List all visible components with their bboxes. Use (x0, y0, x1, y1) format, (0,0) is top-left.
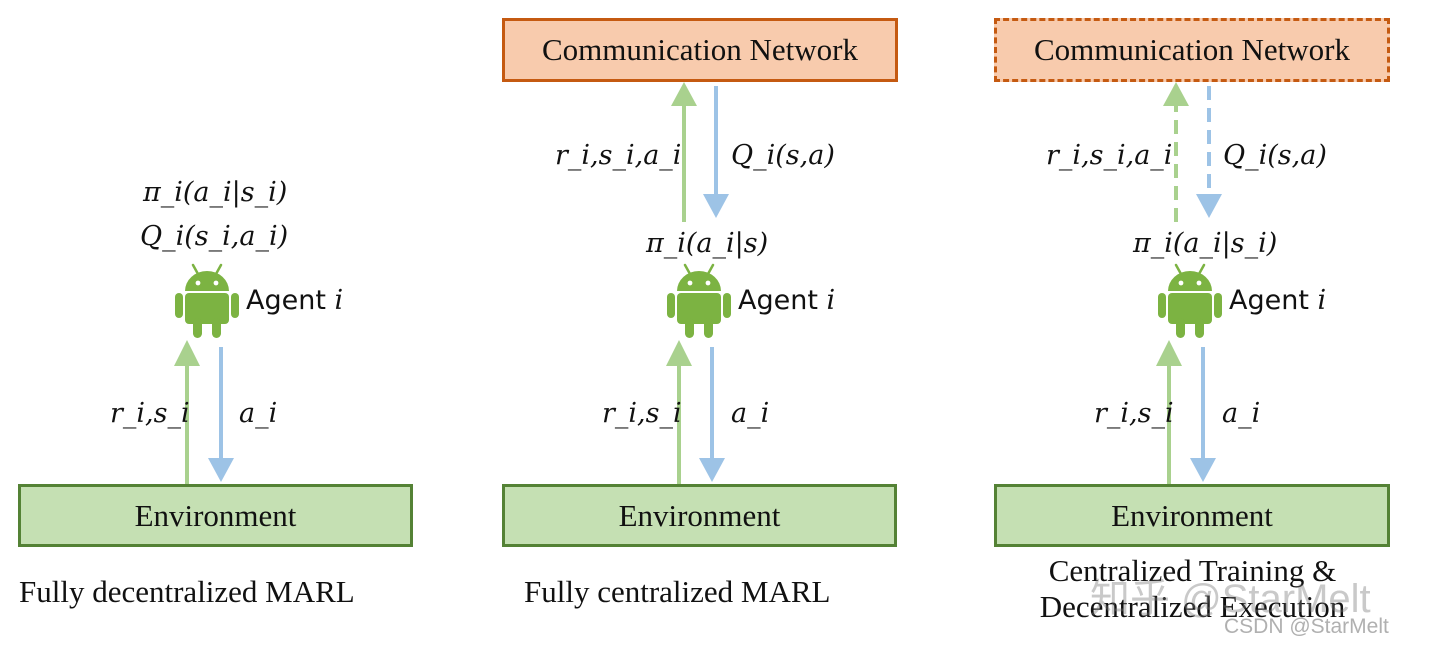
panel2-down-label: a_i (731, 398, 770, 429)
panel2-caption: Fully centralized MARL (524, 574, 831, 609)
agent-index: i (334, 285, 344, 316)
android-icon (667, 263, 731, 338)
panel3-caption-line2: Decentralized Execution (1039, 589, 1346, 624)
panel2-down-arrow (699, 347, 725, 482)
panel3-up-arrow (1156, 340, 1182, 484)
panel2-comm-network-label: Communication Network (542, 32, 858, 67)
panel2-comm-down-arrow (703, 86, 729, 218)
agent-word: Agent (1229, 285, 1309, 316)
panel3-comm-up-arrow (1163, 82, 1189, 222)
panel1-down-label: a_i (239, 398, 278, 429)
panel1-up-arrow (174, 340, 200, 484)
panel3-up-label: r_i,s_i (1094, 398, 1174, 429)
panel3-caption-line1: Centralized Training & (1048, 553, 1337, 588)
android-icon (1158, 263, 1222, 338)
panel1-up-label: r_i,s_i (110, 398, 190, 429)
panel3-policy-label: π_i(a_i|s_i) (1133, 228, 1278, 259)
panel2-up-label: r_i,s_i (602, 398, 682, 429)
panel3-agent-label: Agent i (1229, 285, 1326, 316)
zhihu-watermark: 知乎 @StarMelt (1090, 577, 1371, 621)
panel2-comm-up-arrow (671, 82, 697, 222)
agent-index: i (1317, 285, 1327, 316)
panel1-policy-label: π_i(a_i|s_i) (143, 177, 288, 208)
panel2-comm-network-box: Communication Network (502, 18, 898, 82)
android-icon (175, 263, 239, 338)
panel3-caption: Centralized Training & Decentralized Exe… (1010, 553, 1375, 625)
panel2-agent-label: Agent i (738, 285, 835, 316)
agent-word: Agent (738, 285, 818, 316)
panel3-comm-network-label: Communication Network (1034, 32, 1350, 67)
panel2-comm-up-label: r_i,s_i,a_i (555, 140, 682, 171)
csdn-watermark: CSDN @StarMelt (1224, 615, 1389, 638)
panel3-comm-network-box: Communication Network (994, 18, 1390, 82)
panel2-comm-down-label: Q_i(s,a) (731, 140, 835, 171)
panel1-qfunc-label: Q_i(s_i,a_i) (140, 221, 289, 252)
panel3-down-arrow (1190, 347, 1216, 482)
panel1-caption: Fully decentralized MARL (19, 574, 355, 609)
panel1-agent-label: Agent i (246, 285, 343, 316)
panel1-environment-box: Environment (18, 484, 413, 547)
panel2-environment-label: Environment (618, 497, 781, 533)
panel3-comm-down-arrow (1196, 86, 1222, 218)
panel2-up-arrow (666, 340, 692, 484)
panel2-environment-box: Environment (502, 484, 897, 547)
agent-index: i (826, 285, 836, 316)
panel1-environment-label: Environment (134, 497, 297, 533)
panel3-environment-box: Environment (994, 484, 1390, 547)
panel3-comm-up-label: r_i,s_i,a_i (1046, 140, 1173, 171)
panel1-down-arrow (208, 347, 234, 482)
panel3-environment-label: Environment (1111, 497, 1273, 533)
panel2-policy-label: π_i(a_i|s) (646, 228, 769, 259)
panel3-comm-down-label: Q_i(s,a) (1223, 140, 1327, 171)
panel3-down-label: a_i (1222, 398, 1261, 429)
agent-word: Agent (246, 285, 326, 316)
